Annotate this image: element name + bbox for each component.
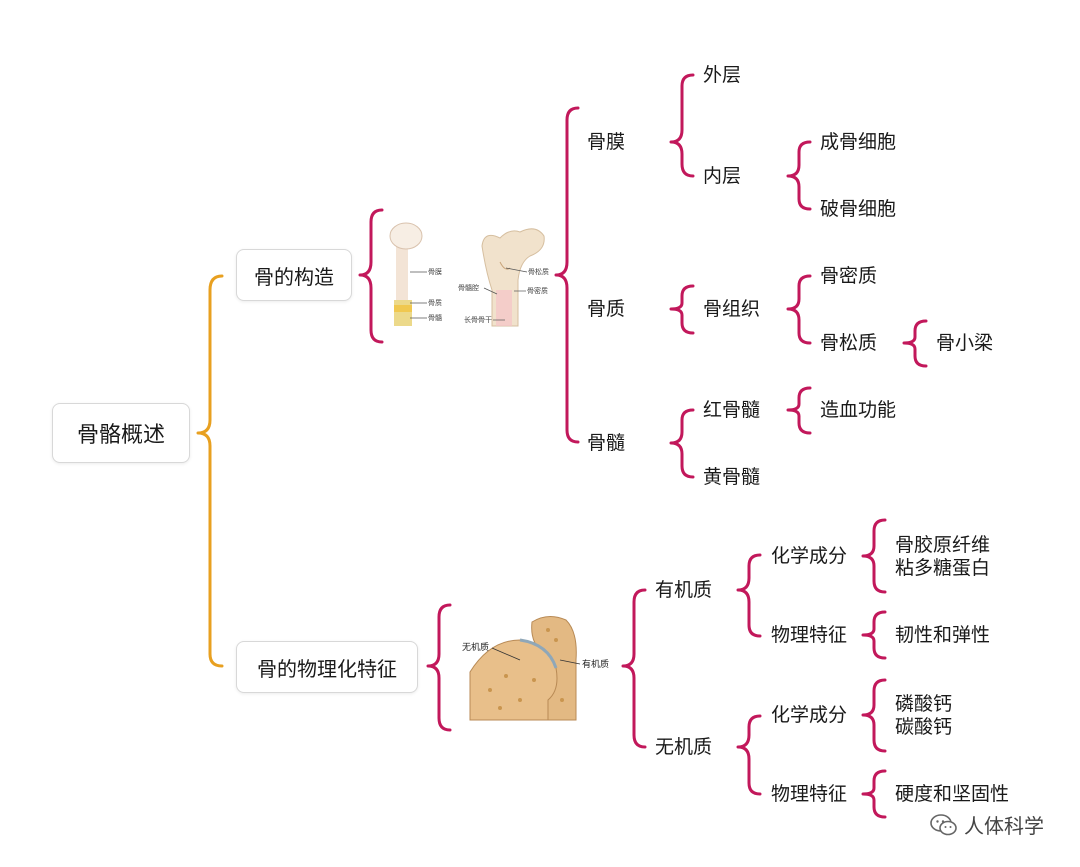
inorganic-phys-brace — [861, 769, 887, 819]
figure3-label-2: 有机质 — [582, 658, 609, 670]
figure2-label-4: 长骨骨干 — [464, 315, 492, 324]
spongy-brace — [902, 319, 928, 368]
organic-chem-value-2[interactable]: 粘多糖蛋白 — [895, 557, 991, 579]
organic-phys-brace — [861, 610, 887, 660]
inorganic-label[interactable]: 无机质 — [655, 736, 713, 758]
wechat-icon — [930, 813, 957, 835]
inner-brace — [786, 140, 812, 211]
organic-phys-value[interactable]: 韧性和弹性 — [895, 624, 991, 646]
osteoblast-label[interactable]: 成骨细胞 — [820, 131, 897, 153]
tissue-label[interactable]: 骨组织 — [703, 298, 761, 320]
physchem-node[interactable]: 骨的物理化特征 — [236, 641, 418, 693]
osteoclast-label[interactable]: 破骨细胞 — [820, 198, 897, 220]
long-bone-figure: 骨膜 骨质 骨髓 — [389, 222, 442, 326]
inorganic-chem-label[interactable]: 化学成分 — [771, 704, 848, 726]
root-node[interactable]: 骨骼概述 — [52, 403, 190, 463]
structure-sub-brace — [554, 106, 580, 444]
inorganic-brace — [736, 714, 762, 796]
membrane-brace — [669, 73, 695, 178]
organic-chem-brace — [861, 518, 887, 594]
membrane-label[interactable]: 骨膜 — [587, 131, 626, 153]
organic-chem-value-1[interactable]: 骨胶原纤维 — [895, 534, 991, 556]
structure-label: 骨的构造 — [254, 264, 334, 289]
inorganic-phys-label[interactable]: 物理特征 — [771, 783, 848, 805]
structure-node[interactable]: 骨的构造 — [236, 249, 352, 301]
organic-phys-label[interactable]: 物理特征 — [771, 624, 848, 646]
substance-label[interactable]: 骨质 — [587, 298, 626, 320]
red-marrow-brace — [786, 386, 812, 435]
physchem-label: 骨的物理化特征 — [257, 656, 397, 681]
figure3-label-1: 无机质 — [462, 641, 489, 653]
root-label: 骨骼概述 — [76, 423, 165, 448]
trabecula-label[interactable]: 骨小梁 — [936, 332, 994, 354]
inorganic-phys-value[interactable]: 硬度和坚固性 — [895, 783, 1010, 805]
inorganic-chem-value-2[interactable]: 碳酸钙 — [895, 716, 953, 738]
inorganic-chem-brace — [861, 678, 887, 753]
watermark-text: 人体科学 — [964, 814, 1044, 838]
figure1-label-3: 骨髓 — [428, 313, 442, 322]
figure2-label-1: 骨松质 — [528, 267, 549, 276]
femur-figure: 骨松质 骨髓腔 骨密质 长骨骨干 — [458, 228, 549, 327]
organic-chem-label[interactable]: 化学成分 — [771, 545, 848, 567]
red-marrow-label[interactable]: 红骨髓 — [703, 399, 761, 421]
spongy-bone-label[interactable]: 骨松质 — [820, 332, 878, 354]
figure2-label-3: 骨密质 — [527, 286, 548, 295]
marrow-label[interactable]: 骨髓 — [587, 432, 626, 454]
outer-layer-label[interactable]: 外层 — [703, 64, 742, 86]
root-brace — [196, 274, 224, 668]
inner-layer-label[interactable]: 内层 — [703, 165, 742, 187]
organic-label[interactable]: 有机质 — [655, 579, 713, 601]
yellow-marrow-label[interactable]: 黄骨髓 — [703, 466, 761, 488]
physchem-sub-brace — [621, 588, 647, 749]
substance-brace — [669, 284, 695, 335]
figure2-label-2: 骨髓腔 — [458, 283, 479, 292]
structure-brace — [358, 208, 384, 344]
watermark: 人体科学 — [930, 810, 1044, 839]
organic-brace — [736, 553, 762, 638]
hematopoiesis-label[interactable]: 造血功能 — [820, 399, 897, 421]
figure1-label-1: 骨膜 — [428, 267, 442, 276]
joint-figure: 无机质 有机质 — [462, 612, 609, 721]
inorganic-chem-value-1[interactable]: 磷酸钙 — [895, 693, 953, 715]
compact-bone-label[interactable]: 骨密质 — [820, 265, 878, 287]
marrow-brace — [669, 408, 695, 479]
physchem-brace — [426, 603, 452, 732]
tissue-brace — [786, 274, 812, 345]
figure1-label-2: 骨质 — [428, 298, 442, 307]
